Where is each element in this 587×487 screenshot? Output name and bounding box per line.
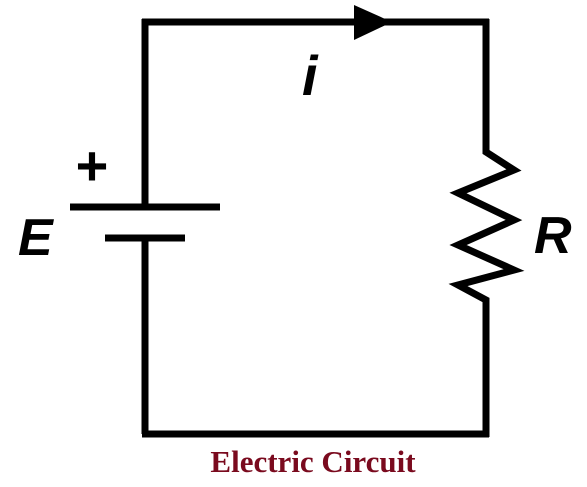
polarity-plus-sign: + — [76, 134, 109, 197]
right-wire-with-resistor — [448, 19, 525, 437]
resistor-label-r: R — [534, 207, 572, 265]
diagram-caption: Electric Circuit — [210, 444, 416, 479]
source-label-e: E — [18, 209, 54, 267]
current-label-i: i — [302, 44, 319, 107]
current-arrow — [354, 5, 392, 40]
